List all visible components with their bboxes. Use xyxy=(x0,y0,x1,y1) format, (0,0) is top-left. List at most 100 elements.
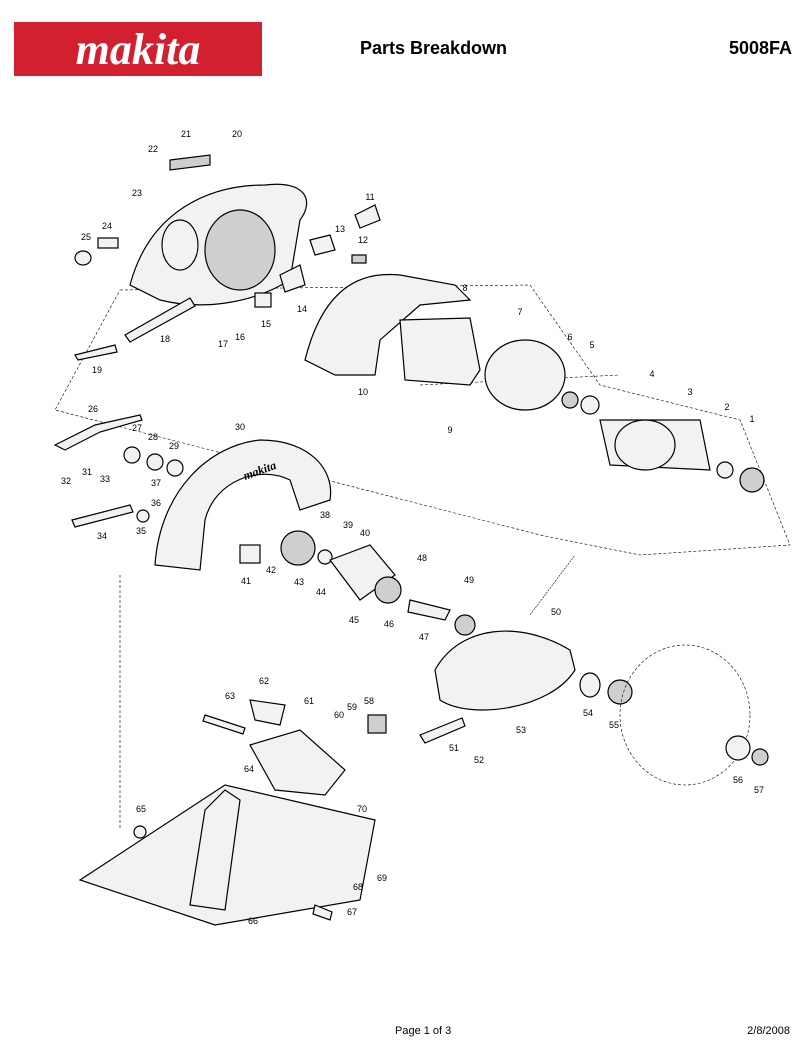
part-number-64: 64 xyxy=(244,764,254,774)
part-number-47: 47 xyxy=(419,632,429,642)
housing-window xyxy=(161,219,199,271)
makita-logo: makita xyxy=(14,22,262,76)
part-number-1: 1 xyxy=(749,414,754,424)
part-number-35: 35 xyxy=(136,526,146,536)
part-number-50: 50 xyxy=(551,607,561,617)
part-number-26: 26 xyxy=(88,404,98,414)
switch xyxy=(279,264,306,293)
part-number-32: 32 xyxy=(61,476,71,486)
part-number-69: 69 xyxy=(377,873,387,883)
part-number-18: 18 xyxy=(160,334,170,344)
part-number-4: 4 xyxy=(649,369,654,379)
page-number: Page 1 of 3 xyxy=(395,1025,452,1037)
part-number-40: 40 xyxy=(360,528,370,538)
part-number-66: 66 xyxy=(248,916,258,926)
part-number-labels: 1234567891011121314151617181920212223242… xyxy=(61,129,764,926)
part-number-67: 67 xyxy=(347,907,357,917)
lever-51 xyxy=(419,717,466,744)
part-number-9: 9 xyxy=(447,425,452,435)
part-number-27: 27 xyxy=(132,423,142,433)
part-number-24: 24 xyxy=(102,221,112,231)
part-number-54: 54 xyxy=(583,708,593,718)
name-plate xyxy=(169,154,211,171)
hex-bolt-63 xyxy=(202,714,246,735)
part-number-52: 52 xyxy=(474,755,484,765)
helical-gear xyxy=(280,530,316,566)
part-number-37: 37 xyxy=(151,478,161,488)
part-number-11: 11 xyxy=(365,192,374,202)
lock-lever xyxy=(354,204,381,229)
part-number-10: 10 xyxy=(358,387,368,397)
cord-guard xyxy=(124,297,196,343)
makita-logo-mark: makita xyxy=(76,25,201,74)
bearing-49 xyxy=(454,614,476,636)
part-number-19: 19 xyxy=(92,365,102,375)
safety-cover xyxy=(434,630,576,711)
part-number-46: 46 xyxy=(384,619,394,629)
brand-text: makita xyxy=(76,25,201,74)
carbon-brush xyxy=(97,237,119,249)
rubber-pin xyxy=(239,544,261,564)
part-number-65: 65 xyxy=(136,804,146,814)
part-number-38: 38 xyxy=(320,510,330,520)
depth-guide xyxy=(189,789,241,911)
part-number-53: 53 xyxy=(516,725,526,735)
part-number-57: 57 xyxy=(754,785,764,795)
motor-group-outline xyxy=(54,284,791,556)
hex-bolt xyxy=(751,748,769,766)
inner-flange xyxy=(607,679,633,705)
o-ring-27 xyxy=(123,446,141,464)
part-number-29: 29 xyxy=(169,441,179,451)
flat-washer-35 xyxy=(136,509,150,523)
ball-bearing xyxy=(739,467,765,493)
retaining-ring xyxy=(579,672,601,698)
page-title: Parts Breakdown xyxy=(360,38,508,58)
model-number: 5008FA xyxy=(728,38,792,58)
part-number-21: 21 xyxy=(181,129,191,139)
part-number-33: 33 xyxy=(100,474,110,484)
field xyxy=(399,317,481,386)
part-number-55: 55 xyxy=(609,720,619,730)
o-ring-29 xyxy=(166,459,184,477)
tilt-bracket xyxy=(249,729,346,796)
strain-relief xyxy=(254,292,272,308)
part-number-34: 34 xyxy=(97,531,107,541)
exploded-parts-diagram: makita 123456789101112131415161718192021… xyxy=(53,129,791,926)
part-number-25: 25 xyxy=(81,232,91,242)
part-number-41: 41 xyxy=(241,576,251,586)
part-number-20: 20 xyxy=(232,129,242,139)
part-number-23: 23 xyxy=(132,188,142,198)
part-number-3: 3 xyxy=(687,387,692,397)
part-number-58: 58 xyxy=(364,696,374,706)
part-number-49: 49 xyxy=(464,575,474,585)
clamp-lever xyxy=(249,699,286,726)
brush-holder-cap xyxy=(74,250,92,266)
part-number-17: 17 xyxy=(218,339,228,349)
part-number-42: 42 xyxy=(266,565,276,575)
bearing-small xyxy=(561,391,579,409)
part-number-12: 12 xyxy=(358,235,368,245)
washer-65 xyxy=(133,825,147,839)
part-number-13: 13 xyxy=(335,224,345,234)
part-number-2: 2 xyxy=(724,402,729,412)
part-number-44: 44 xyxy=(316,587,326,597)
part-number-70: 70 xyxy=(357,804,367,814)
part-number-22: 22 xyxy=(148,144,158,154)
part-number-30: 30 xyxy=(235,422,245,432)
part-number-39: 39 xyxy=(343,520,353,530)
registered-mark: ® xyxy=(246,24,252,33)
power-supply-cord xyxy=(74,344,118,361)
spindle xyxy=(407,599,451,621)
part-number-68: 68 xyxy=(353,882,363,892)
insulation-washer xyxy=(580,395,600,415)
spindle-lock xyxy=(71,504,134,528)
armature-core xyxy=(614,419,676,471)
clamp-nut xyxy=(367,714,387,734)
part-number-16: 16 xyxy=(235,332,245,342)
part-number-6: 6 xyxy=(567,332,572,342)
part-number-5: 5 xyxy=(589,340,594,350)
spring-50 xyxy=(529,554,576,616)
handle xyxy=(304,273,472,376)
part-number-61: 61 xyxy=(304,696,314,706)
blade-guard xyxy=(154,439,332,571)
